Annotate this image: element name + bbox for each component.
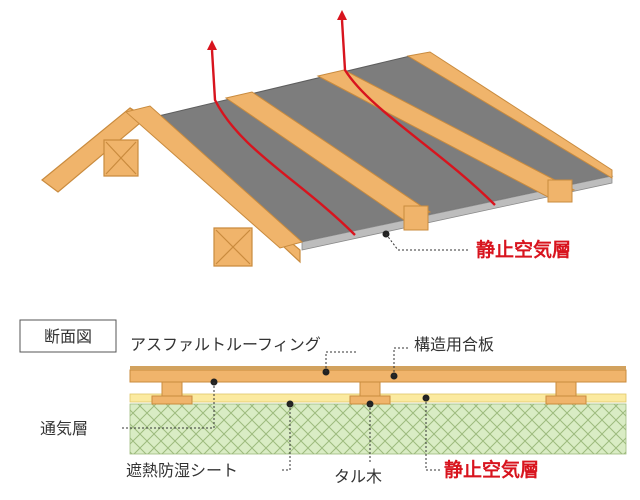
roof-edge (301, 175, 613, 251)
airflow-lines (210, 19, 496, 236)
label-still-air-layer: 静止空気層 (444, 458, 539, 481)
section-battens (151, 381, 587, 405)
roof-surface (148, 55, 614, 243)
batten-ends (403, 179, 573, 231)
structural-plywood (129, 369, 627, 383)
airflow-arrowheads (207, 10, 347, 50)
section-title: 断面図 (44, 327, 92, 346)
roof-3d-illustration: 静止空気層 (41, 10, 614, 267)
callout-leader-top (385, 233, 468, 251)
label-thermal-sheet: 遮熱防湿シート (126, 461, 238, 480)
cross-section: 断面図 (19, 319, 627, 486)
label-asphalt-roofing: アスファルトルーフィング (130, 335, 321, 354)
label-ventilation-layer: 通気層 (40, 419, 88, 438)
callout-still-air-top: 静止空気層 (476, 238, 571, 261)
label-batten: タル木 (334, 467, 382, 486)
roof-battens (124, 51, 613, 249)
asphalt-roofing (130, 366, 626, 370)
section-leaders (120, 347, 440, 471)
insulation (129, 403, 627, 455)
label-structural-plywood: 構造用合板 (414, 335, 494, 354)
section-title-box (19, 319, 117, 353)
